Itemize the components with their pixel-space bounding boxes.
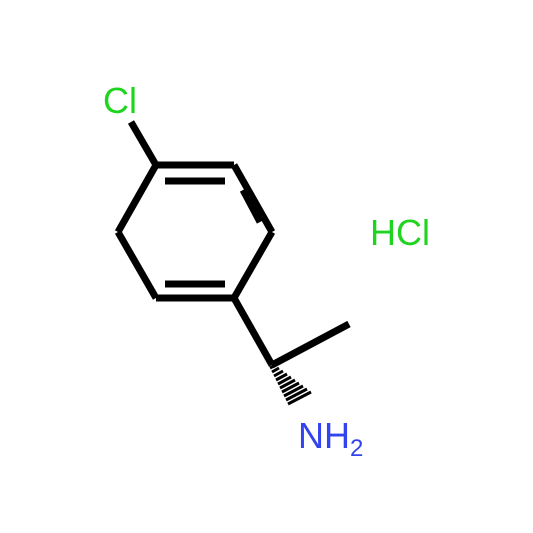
aryl-to-chiral-bond — [230, 296, 276, 367]
ring-bond-right-lower — [230, 230, 276, 300]
ring-bond-left-upper — [114, 163, 160, 234]
amine-subscript: 2 — [350, 435, 363, 462]
ring-bond-top-right — [230, 163, 276, 234]
amine-label: NH2 — [298, 415, 363, 462]
chlorine-bond — [127, 120, 160, 167]
chlorine-label: Cl — [103, 80, 137, 121]
methyl-bond — [270, 320, 351, 369]
amine-symbol: NH — [298, 415, 350, 456]
bonds — [114, 120, 351, 369]
ring-bond-left-lower — [114, 230, 160, 300]
hashed-wedge-bond — [269, 364, 312, 406]
ring-inner-bond-right — [239, 188, 264, 224]
hcl-counterion-label: HCl — [370, 212, 430, 253]
